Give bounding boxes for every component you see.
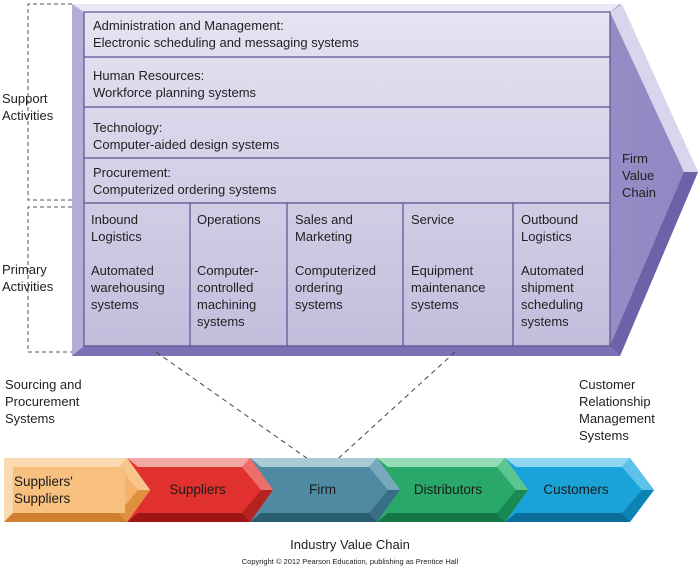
firm-value-chain-label: Firm Value Chain	[622, 151, 656, 200]
chevron-suppliers-suppliers	[4, 458, 150, 522]
sourcing-procurement-label: Sourcing and Procurement Systems	[5, 377, 82, 426]
support-row-human-resources: Human Resources: Workforce planning syst…	[93, 68, 257, 100]
primary-column-service: Service Equipment maintenance systems	[411, 212, 486, 312]
support-bracket	[27, 3, 72, 201]
copyright-notice: Copyright © 2012 Pearson Education, publ…	[241, 557, 459, 566]
chain-label-suppliers-suppliers: Suppliers' Suppliers	[14, 474, 73, 506]
chevron-distributors	[377, 458, 528, 522]
primary-column-operations: Operations Computer- controlled machinin…	[197, 212, 261, 329]
activities-panel	[84, 12, 610, 346]
chain-label-distributors: Distributors	[413, 482, 483, 497]
support-activities-label: Support Activities	[2, 91, 54, 123]
primary-column-outbound-logistics: Outbound Logistics Automated shipment sc…	[521, 212, 584, 329]
primary-column-sales-marketing: Sales and Marketing Computerized orderin…	[295, 212, 376, 312]
chain-label-firm: Firm	[309, 482, 336, 497]
support-row-administration: Administration and Management: Electroni…	[93, 18, 359, 50]
chevron-firm	[250, 458, 400, 522]
support-row-procurement: Procurement: Computerized ordering syste…	[93, 165, 277, 197]
support-row-technology: Technology: Computer-aided design system…	[93, 120, 280, 152]
industry-value-chain-title: Industry Value Chain	[290, 537, 410, 552]
industry-chain	[4, 458, 654, 522]
chain-label-customers: Customers	[543, 482, 609, 497]
chevron-customers	[505, 458, 654, 522]
crm-systems-label: Customer Relationship Management Systems	[579, 377, 655, 443]
primary-activities-label: Primary Activities	[2, 262, 54, 294]
connector-left	[155, 351, 319, 467]
chain-label-suppliers: Suppliers	[169, 482, 226, 497]
connector-right	[329, 351, 456, 467]
chevron-suppliers	[127, 458, 273, 522]
primary-column-inbound-logistics: Inbound Logistics Automated warehousing …	[91, 212, 165, 312]
primary-bracket	[27, 206, 72, 353]
